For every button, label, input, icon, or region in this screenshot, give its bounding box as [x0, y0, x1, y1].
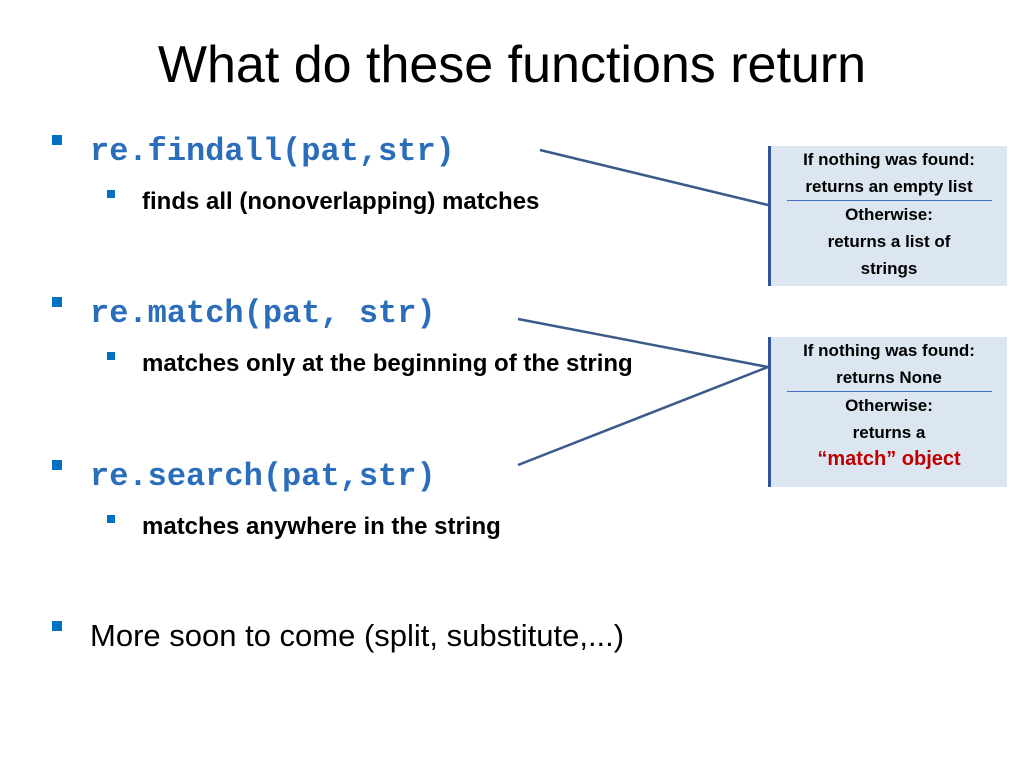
callout-line: Otherwise: [845, 205, 933, 224]
callout-line: returns None [836, 368, 942, 387]
desc-search: matches anywhere in the string [142, 513, 501, 540]
callout-divider [786, 391, 992, 392]
callout-line: Otherwise: [845, 396, 933, 415]
bullet-marker [52, 620, 62, 631]
callout-line: If nothing was found: [803, 341, 975, 360]
bullet-findall: re.findall(pat,str) [52, 130, 455, 172]
code-search: re.search(pat,str) [90, 458, 436, 495]
bullet-marker [52, 459, 62, 470]
connector-search [517, 365, 769, 467]
bullet-match: re.match(pat, str) [52, 292, 436, 334]
sub-bullet-findall: finds all (nonoverlapping) matches [107, 186, 539, 218]
desc-match: matches only at the beginning of the str… [142, 350, 633, 377]
code-match: re.match(pat, str) [90, 295, 436, 332]
callout-line: returns a list of [827, 232, 951, 251]
connector-match [517, 317, 769, 369]
bullet-marker [52, 134, 62, 145]
slide-title: What do these functions return [157, 36, 867, 94]
code-findall: re.findall(pat,str) [90, 133, 455, 170]
callout-line: strings [860, 259, 918, 278]
sub-bullet-marker [107, 514, 115, 523]
connector-findall [539, 148, 769, 207]
callout-line: If nothing was found: [803, 150, 975, 169]
desc-findall: finds all (nonoverlapping) matches [142, 188, 540, 215]
callout-match-object: “match” object [817, 448, 961, 470]
bullet-more: More soon to come (split, substitute,...… [52, 616, 624, 656]
sub-bullet-search: matches anywhere in the string [107, 511, 501, 543]
callout-line: returns an empty list [805, 177, 973, 196]
callout-match-search: If nothing was found: returns None Other… [768, 337, 1007, 487]
sub-bullet-marker [107, 351, 115, 360]
sub-bullet-marker [107, 189, 115, 198]
bullet-marker [52, 296, 62, 307]
callout-findall: If nothing was found: returns an empty l… [768, 146, 1007, 286]
sub-bullet-match: matches only at the beginning of the str… [107, 348, 633, 380]
more-text: More soon to come (split, substitute,...… [90, 618, 625, 653]
bullet-search: re.search(pat,str) [52, 455, 436, 497]
callout-line: returns a [852, 423, 926, 442]
callout-divider [786, 200, 992, 201]
